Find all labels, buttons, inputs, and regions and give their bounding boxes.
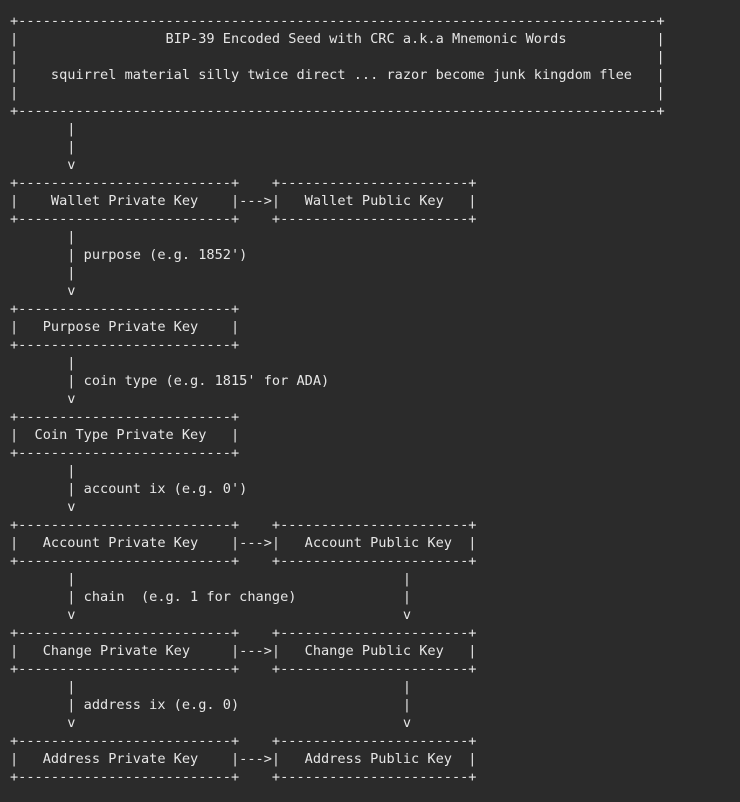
diagram-line: +--------------------------+ +----------… [10,769,477,785]
diagram-line: v [10,499,76,515]
diagram-line: v v [10,715,412,731]
diagram-line: | address ix (e.g. 0) | [10,697,412,713]
diagram-line: +--------------------------+ +----------… [10,553,477,569]
diagram-line: +--------------------------+ [10,337,240,353]
diagram-line: +--------------------------+ [10,301,240,317]
diagram-line: +--------------------------+ +----------… [10,517,477,533]
diagram-line: | | [10,49,665,65]
diagram-line: +--------------------------+ [10,409,240,425]
diagram-line: | | [10,571,412,587]
diagram-line: +--------------------------+ +----------… [10,625,477,641]
diagram-line: | Wallet Private Key |--->| Wallet Publi… [10,193,477,209]
diagram-line: +--------------------------+ +----------… [10,175,477,191]
diagram-line: | [10,265,76,281]
diagram-line: v [10,157,76,173]
diagram-line: | | [10,679,412,695]
diagram-line: | [10,355,76,371]
diagram-line: | purpose (e.g. 1852') [10,247,248,263]
diagram-line: | Change Private Key |--->| Change Publi… [10,643,477,659]
diagram-line: | Account Private Key |--->| Account Pub… [10,535,477,551]
diagram-line: | BIP-39 Encoded Seed with CRC a.k.a Mne… [10,31,665,47]
diagram-line: v v [10,607,412,623]
diagram-line: v [10,283,76,299]
diagram-line: | [10,229,76,245]
diagram-line: | account ix (e.g. 0') [10,481,248,497]
diagram-line: | Coin Type Private Key | [10,427,240,443]
diagram-line: +--------------------------+ [10,445,240,461]
diagram-line: +--------------------------+ +----------… [10,733,477,749]
diagram-line: v [10,391,76,407]
diagram-line: | | [10,85,665,101]
diagram-line: | coin type (e.g. 1815' for ADA) [10,373,330,389]
diagram-line: +---------------------------------------… [10,103,665,119]
diagram-line: | [10,139,76,155]
diagram-line: +--------------------------+ +----------… [10,661,477,677]
diagram-line: | chain (e.g. 1 for change) | [10,589,412,605]
diagram-line: | squirrel material silly twice direct .… [10,67,665,83]
diagram-line: | Purpose Private Key | [10,319,240,335]
diagram-line: +--------------------------+ +----------… [10,211,477,227]
diagram-line: | [10,121,76,137]
diagram-line: | Address Private Key |--->| Address Pub… [10,751,477,767]
diagram-line: +---------------------------------------… [10,13,665,29]
diagram-line: | [10,463,76,479]
